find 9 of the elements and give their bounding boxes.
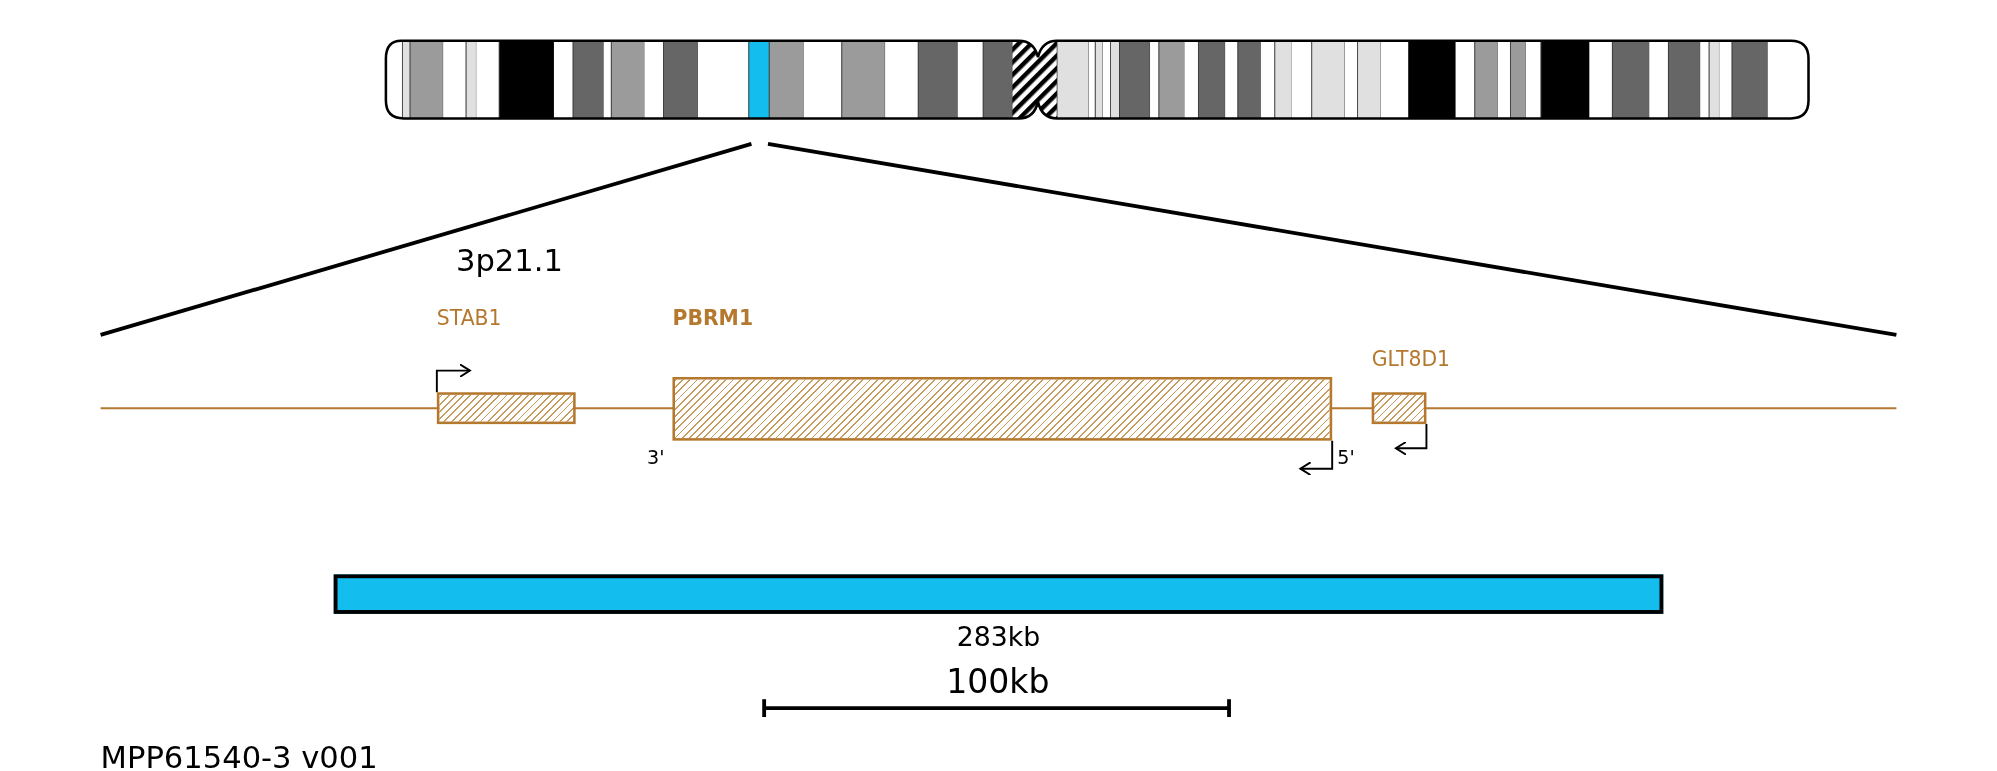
size-label: 283kb [955,624,1042,651]
gene-label: GLT8D1 [1371,348,1451,370]
band-label: 3p21.1 [455,245,563,277]
scale-label: 100kb [945,664,1051,698]
gene-label: STAB1 [436,308,502,329]
end-label: 3' [647,448,665,468]
gene-label: PBRM1 [672,308,754,329]
end-label: 5' [1337,448,1355,468]
probe-id-label: MPP61540-3 v001 [100,742,378,771]
